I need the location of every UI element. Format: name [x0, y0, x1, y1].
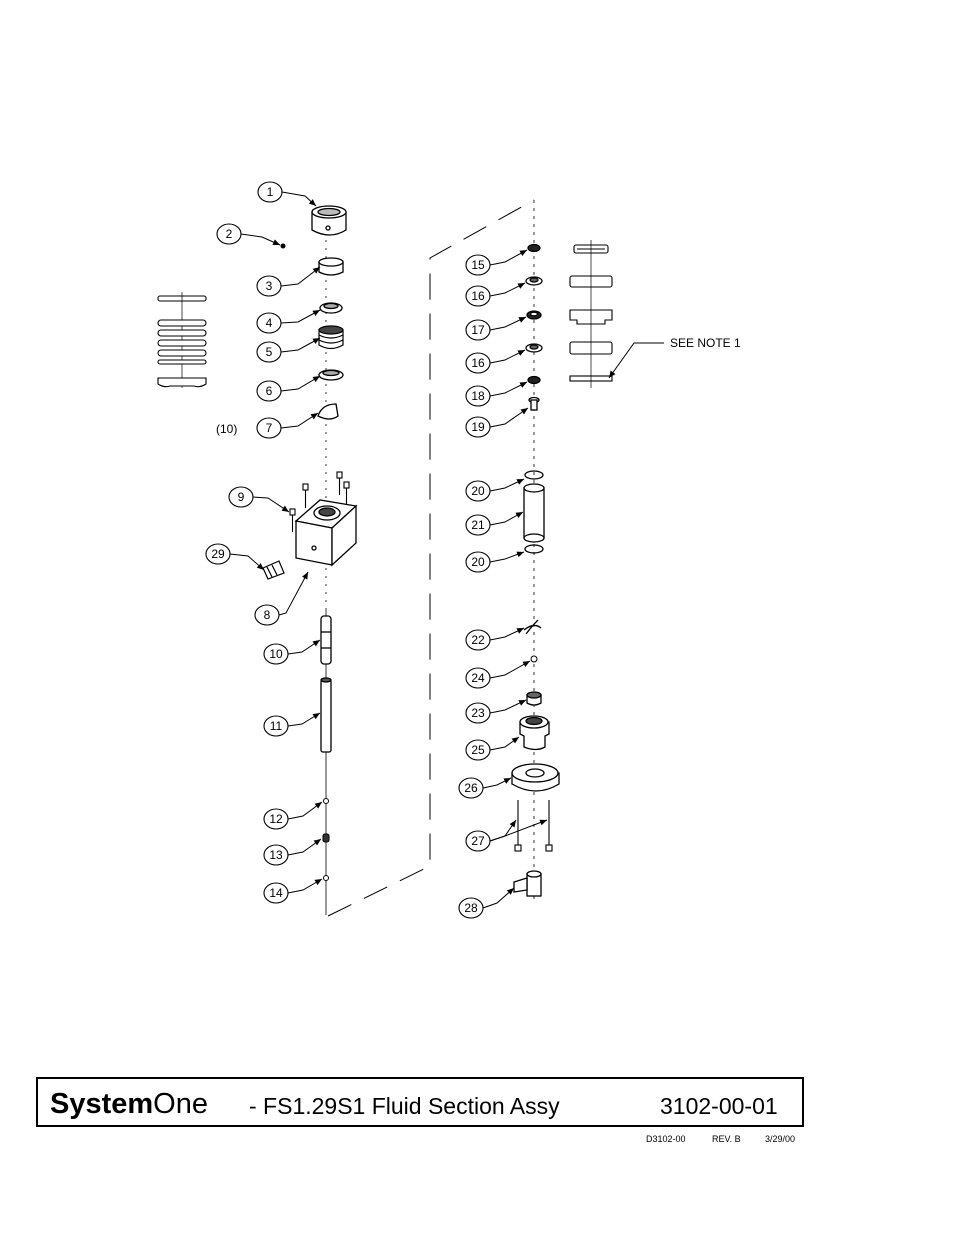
callout-label: 13 — [269, 848, 283, 862]
callout-label: 7 — [266, 421, 273, 435]
part-4-ring — [320, 303, 342, 313]
callout-label: 28 — [464, 901, 478, 915]
exploded-assembly-diagram: 1 2 3 4 5 6 7 9 29 8 10 11 12 13 14 15 1… — [0, 0, 954, 1000]
part-3-bushing — [319, 258, 343, 275]
brand-bold: System — [50, 1088, 153, 1120]
part-22-spring — [524, 620, 541, 634]
connection-outline — [328, 200, 534, 916]
revision-date: 3/29/00 — [765, 1134, 795, 1145]
part-16-ring-a — [526, 277, 542, 285]
callout-label: 29 — [211, 547, 225, 561]
part-11-plunger — [321, 678, 331, 752]
callout-label: 23 — [471, 706, 485, 720]
part-29-fitting — [263, 561, 284, 579]
brand-logo: SystemOne — [50, 1088, 208, 1120]
callout-label: 27 — [471, 834, 485, 848]
part-12-ball — [324, 799, 329, 804]
callout-label: 16 — [471, 356, 485, 370]
part-26-flange — [512, 764, 559, 791]
packing-detail-right — [570, 240, 612, 388]
callout-label: 16 — [471, 289, 485, 303]
part-18-ring — [528, 377, 540, 384]
callout-label: 18 — [471, 389, 485, 403]
part-25-valve-housing — [520, 716, 549, 750]
callout-label: 20 — [471, 555, 485, 569]
callout-label: 17 — [471, 323, 485, 337]
callout-label: 10 — [269, 647, 283, 661]
callout-label: 3 — [266, 279, 273, 293]
part-24-ball — [531, 656, 537, 662]
callout-label: 24 — [471, 671, 485, 685]
callout-label: 15 — [471, 258, 485, 272]
drawing-number: D3102-00 — [646, 1134, 686, 1145]
revision: REV. B — [712, 1134, 741, 1145]
part-19-retainer — [529, 398, 539, 411]
callout-label: 6 — [266, 384, 273, 398]
part-17-ring — [527, 311, 541, 319]
drawing-title: - FS1.29S1 Fluid Section Assy — [249, 1092, 560, 1120]
callout-label: 11 — [270, 719, 283, 733]
part-6-ring — [319, 370, 343, 380]
callout-label: 22 — [471, 633, 485, 647]
callout-label: 21 — [471, 518, 485, 532]
callout-label: 5 — [266, 345, 273, 359]
callout-label: 4 — [266, 316, 273, 330]
part-21-cylinder — [524, 484, 544, 542]
part-number: 3102-00-01 — [660, 1092, 778, 1120]
brand-light: One — [153, 1088, 208, 1120]
callout-label: 25 — [471, 743, 485, 757]
part-10-connector — [321, 616, 331, 664]
part-23-seat — [527, 692, 541, 705]
part-13-seal — [323, 834, 329, 842]
callout-label: 14 — [269, 886, 283, 900]
callout-label: 1 — [267, 185, 274, 199]
part-1-gland-nut — [312, 206, 346, 235]
note-label: SEE NOTE 1 — [670, 336, 741, 350]
callout-label: 2 — [226, 227, 233, 241]
leader-lines — [230, 192, 664, 908]
ref-label: (10) — [216, 422, 237, 436]
part-5-packing-stack — [319, 326, 343, 349]
callout-label: 19 — [471, 420, 485, 434]
part-16-ring-b — [526, 344, 542, 352]
callout-label: 26 — [464, 781, 478, 795]
part-28-check-valve — [514, 871, 541, 896]
callout-label: 20 — [471, 484, 485, 498]
part-15-ring — [528, 245, 540, 252]
part-7-seal — [318, 404, 338, 419]
packing-detail-left — [158, 292, 206, 388]
callout-label: 12 — [269, 812, 283, 826]
part-2-ball — [281, 244, 286, 249]
callout-label: 8 — [264, 608, 271, 622]
callout-label: 9 — [238, 490, 245, 504]
title-block: SystemOne - FS1.29S1 Fluid Section Assy … — [36, 1077, 804, 1127]
part-8-fluid-block — [296, 500, 356, 565]
part-14-ball — [324, 876, 329, 881]
